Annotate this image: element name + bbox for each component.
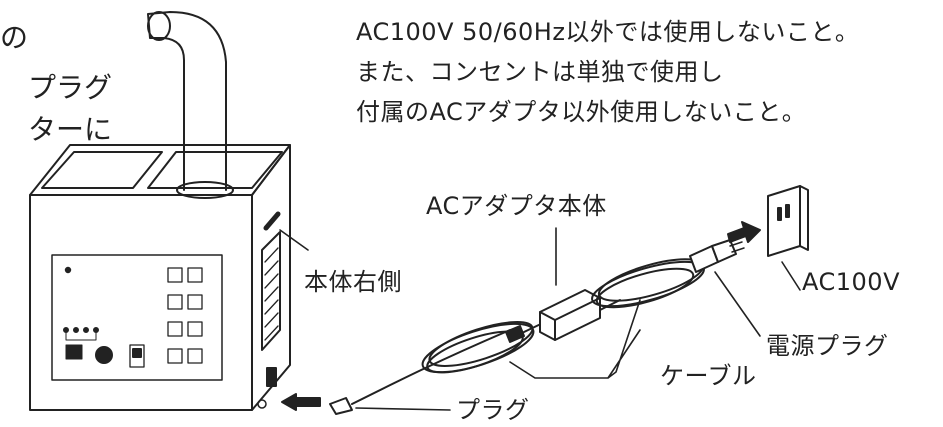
left-text-line1: の xyxy=(0,21,29,54)
notice-line3: 付属のACアダプタ以外使用しないこと。 xyxy=(356,98,807,126)
label-adapter-body: ACアダプタ本体 xyxy=(426,192,607,220)
leader-ac100v xyxy=(781,261,801,291)
label-ac100v: AC100V xyxy=(802,268,900,296)
insert-arrow-right xyxy=(727,221,761,243)
leader-plug xyxy=(355,407,451,411)
label-plug: プラグ xyxy=(456,396,530,424)
leader-power-plug xyxy=(714,271,761,337)
notice-line1: AC100V 50/60Hz以外では使用しないこと。 xyxy=(356,18,860,46)
cable-assembly xyxy=(329,239,745,415)
insert-arrow-left xyxy=(281,393,321,411)
label-body-right-side: 本体右側 xyxy=(304,268,402,296)
leader-cable xyxy=(509,299,641,379)
humidifier-unit xyxy=(29,11,291,411)
label-power-plug: 電源プラグ xyxy=(766,332,889,360)
left-text-line2: プラグ xyxy=(28,71,113,104)
notice-line2: また、コンセントは単独で使用し xyxy=(356,58,724,86)
wall-outlet xyxy=(767,185,809,257)
left-text-line3: ターに xyxy=(28,113,113,146)
leader-body-right xyxy=(279,229,309,251)
label-cable: ケーブル xyxy=(660,362,757,390)
